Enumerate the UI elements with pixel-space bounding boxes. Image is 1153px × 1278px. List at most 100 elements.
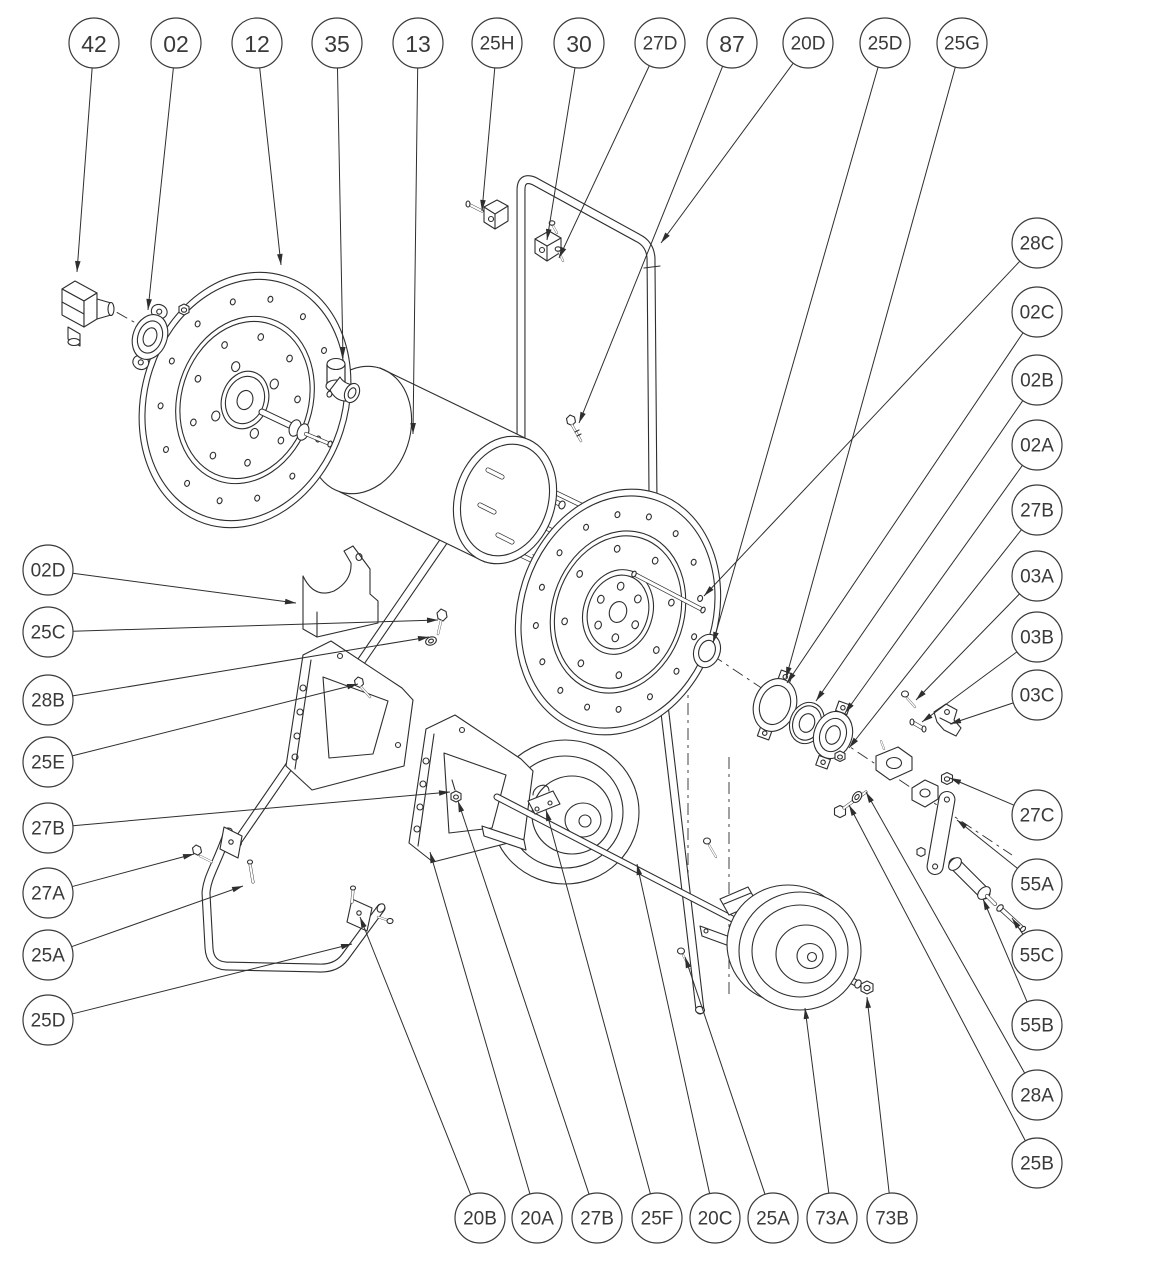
balloon-label-27c: 27C [1020, 806, 1055, 827]
frame-bracket-left [285, 640, 414, 791]
leader-bottom-73b [865, 996, 890, 1194]
handle-bolt [565, 414, 583, 443]
balloon-top-27d: 27D [634, 17, 686, 69]
balloon-bottom-27b: 27B [571, 1192, 623, 1244]
leader-bottom-73a [803, 1007, 830, 1194]
balloon-top-35: 35 [311, 17, 363, 69]
axle-clamp [875, 740, 954, 786]
leader-right-28c [703, 260, 1021, 597]
balloon-right-03b: 03B [1011, 611, 1063, 663]
wheel-right [726, 884, 862, 1011]
balloon-label-25d: 25D [31, 1011, 66, 1032]
balloon-label-25h: 25H [480, 34, 515, 55]
balloon-label-02c: 02C [1020, 303, 1055, 324]
leader-right-03a [915, 593, 1020, 701]
balloon-left-28b: 28B [22, 674, 74, 726]
balloon-right-02a: 02A [1011, 419, 1063, 471]
balloon-top-13: 13 [392, 17, 444, 69]
leader-right-03b [921, 651, 1018, 723]
balloon-left-25c: 25C [22, 606, 74, 658]
leader-right-55a [956, 819, 1018, 869]
leader-right-25b [848, 804, 1026, 1142]
reel-disc-right [514, 488, 722, 736]
balloon-right-55b: 55B [1011, 999, 1063, 1051]
leader-top-30 [545, 67, 576, 241]
balloon-top-02: 02 [150, 17, 202, 69]
balloon-label-20d: 20D [791, 34, 826, 55]
leader-left-25a [71, 885, 244, 948]
swivel-elbow [325, 357, 361, 404]
leader-right-03c [949, 702, 1014, 725]
balloon-label-03a: 03A [1020, 567, 1054, 588]
leader-right-27b [848, 529, 1022, 749]
balloon-bottom-20a: 20A [511, 1192, 563, 1244]
leader-top-35 [336, 67, 346, 359]
balloon-label-55a: 55A [1020, 875, 1054, 896]
balloon-label-55b: 55B [1020, 1016, 1054, 1037]
balloon-label-25a: 25A [31, 946, 65, 967]
pawl-hardware [900, 690, 962, 737]
balloon-label-02b: 02B [1020, 371, 1054, 392]
leader-top-25g [785, 66, 956, 679]
callout-balloons: 42 02 12 35 13 25H 30 27D 87 20D 25D 25G 02D 25C 28B 25… [22, 17, 1063, 1244]
axle-nut [860, 980, 874, 995]
leader-lines [71, 62, 1028, 1195]
balloon-label-02: 02 [163, 31, 189, 57]
balloon-label-27d: 27D [643, 34, 678, 55]
leader-left-25e [72, 683, 359, 757]
balloon-right-28c: 28C [1011, 217, 1063, 269]
balloon-label-42: 42 [81, 31, 107, 57]
leader-bottom-27b [457, 800, 590, 1195]
balloon-label-30: 30 [566, 31, 592, 57]
balloon-right-55a: 55A [1011, 858, 1063, 910]
balloon-left-27a: 27A [22, 867, 74, 919]
balloon-label-25g: 25G [944, 34, 980, 55]
balloon-top-42: 42 [68, 17, 120, 69]
leader-top-25d [712, 66, 879, 644]
leader-right-55b [982, 898, 1028, 1003]
leader-bottom-20c [636, 863, 711, 1194]
balloon-label-25e: 25E [31, 753, 65, 774]
leader-left-28b [72, 636, 430, 697]
balloon-label-02d: 02D [31, 561, 66, 582]
balloon-top-25h: 25H [471, 17, 523, 69]
balloon-right-02b: 02B [1011, 354, 1063, 406]
bracket-bolt-upper [436, 608, 448, 636]
balloon-top-12: 12 [231, 17, 283, 69]
balloon-label-27b: 27B [31, 819, 65, 840]
balloon-top-30: 30 [553, 17, 605, 69]
stand-bolt [191, 844, 214, 864]
handle-clamp-upper [465, 199, 509, 230]
reel-pin [631, 570, 706, 614]
leader-left-02d [72, 572, 297, 605]
balloon-bottom-25f: 25F [631, 1192, 683, 1244]
balloon-label-28a: 28A [1020, 1086, 1054, 1107]
leader-bottom-20a [429, 851, 531, 1195]
leader-left-27a [72, 853, 195, 888]
leader-right-28a [865, 791, 1026, 1074]
leader-left-27b [72, 790, 451, 827]
balloon-bottom-73b: 73B [866, 1192, 918, 1244]
leader-top-27d [558, 65, 650, 259]
balloon-label-02a: 02A [1020, 436, 1054, 457]
balloon-label-20c: 20C [698, 1209, 733, 1230]
axle-bolt-upper [702, 837, 718, 859]
balloon-bottom-25a: 25A [747, 1192, 799, 1244]
balloon-label-87: 87 [719, 31, 745, 57]
balloon-top-20d: 20D [782, 17, 834, 69]
leader-top-87 [578, 66, 724, 424]
leader-top-25h [480, 67, 496, 212]
hex-nut-small [178, 303, 190, 316]
balloon-label-73b: 73B [875, 1209, 909, 1230]
spool-shaft [258, 408, 333, 448]
balloon-left-25d: 25D [22, 994, 74, 1046]
balloon-label-28c: 28C [1020, 234, 1055, 255]
balloon-label-25a: 25A [756, 1209, 790, 1230]
leader-top-02 [146, 67, 174, 311]
balloon-left-27b: 27B [22, 802, 74, 854]
balloon-bottom-20c: 20C [689, 1192, 741, 1244]
balloon-label-55c: 55C [1020, 946, 1055, 967]
balloon-label-25f: 25F [641, 1209, 674, 1230]
